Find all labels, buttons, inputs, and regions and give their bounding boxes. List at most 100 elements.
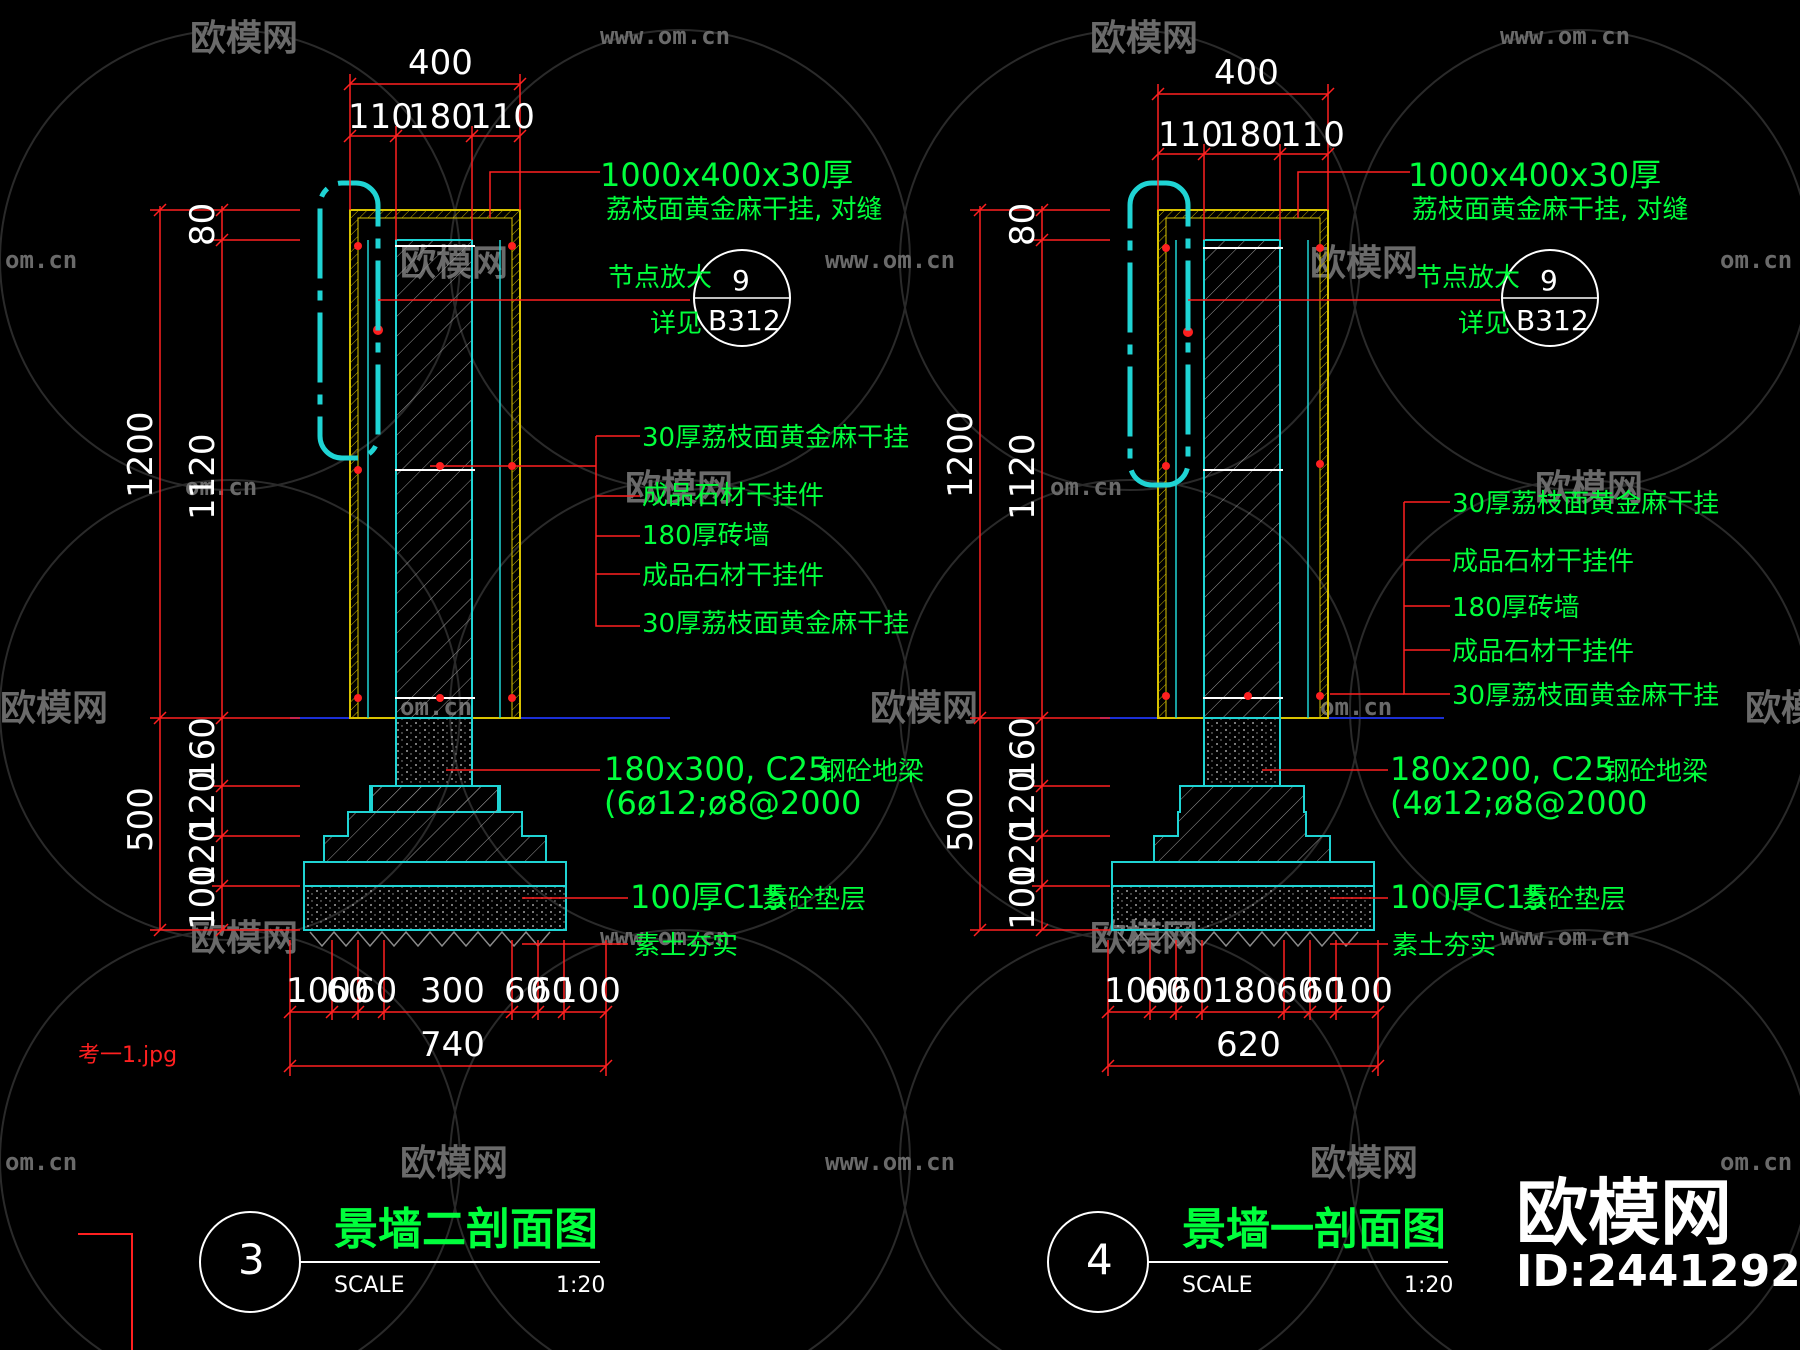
note-cushion: 100厚C15	[1390, 878, 1546, 916]
note-cushion: 100厚C15	[630, 878, 786, 916]
watermark-url: www.om.cn	[600, 22, 730, 50]
watermark-logo: 欧模网	[1745, 688, 1800, 729]
dim-bottom-total: 620	[1216, 1025, 1281, 1065]
dim-height-80: 80	[1003, 203, 1043, 246]
section-left: 400 110 180 110 1200 80 1120 500 160 120…	[78, 43, 924, 1350]
dim-foot-part: 120	[1003, 771, 1043, 836]
brand-name: 欧模网	[1516, 1171, 1732, 1255]
note-node-enlarge: 节点放大	[608, 263, 712, 293]
note-beam-size: 180x300, C25	[604, 750, 829, 788]
dim-bottom-part: 60	[326, 971, 369, 1011]
watermark-logo: 欧模网	[400, 1143, 508, 1184]
note-soil: 素土夯实	[634, 931, 738, 961]
dim-bottom-part: 100	[286, 971, 351, 1011]
note-layer5: 30厚荔枝面黄金麻干挂	[642, 609, 909, 639]
note-beam-type: 钢砼地梁	[1604, 757, 1708, 787]
title-number: 4	[1086, 1235, 1113, 1284]
dim-bottom-part: 60	[354, 971, 397, 1011]
watermark-logo: 欧模网	[1310, 1143, 1418, 1184]
watermark-url: www.om.cn	[825, 1148, 955, 1176]
dim-height-1120: 1120	[183, 433, 223, 520]
watermark-url: www.om.cn	[600, 923, 730, 951]
watermark-logo: 欧模网	[0, 688, 108, 729]
dim-height-1200: 1200	[941, 411, 981, 498]
dim-total-width: 400	[1214, 53, 1279, 93]
note-layer3: 180厚砖墙	[642, 521, 770, 551]
dim-foot-part: 120	[1003, 821, 1043, 886]
watermark-logo: 欧模网	[1535, 468, 1643, 509]
note-cap-desc: 荔枝面黄金麻干挂, 对缝	[1412, 195, 1689, 225]
note-cushion-type: 素砼垫层	[762, 885, 866, 915]
section-right: 400 110 180 110 1200 80 1120 500 160 120…	[941, 53, 1719, 1313]
dim-bottom-part: 60	[530, 971, 573, 1011]
note-layer1: 30厚荔枝面黄金麻干挂	[1452, 489, 1719, 519]
dim-bottom-part: 300	[420, 971, 485, 1011]
note-layer4: 成品石材干挂件	[1452, 637, 1634, 667]
watermark-logo: 欧模网	[190, 18, 298, 59]
dim-bottom-part: 100	[1328, 971, 1393, 1011]
watermark-url: om.cn	[1720, 1148, 1792, 1176]
dim-bottom-part: 180	[1212, 971, 1277, 1011]
watermark-url: www.om.cn	[1500, 923, 1630, 951]
dim-part-width: 180	[408, 97, 473, 137]
note-layer2: 成品石材干挂件	[1452, 547, 1634, 577]
note-beam-rebar: (4ø12;ø8@2000	[1390, 784, 1647, 822]
title-scale-label: SCALE	[1182, 1273, 1253, 1298]
dim-bottom-part: 60	[1144, 971, 1187, 1011]
note-beam-size: 180x200, C25	[1390, 750, 1615, 788]
file-label: 考一1.jpg	[78, 1043, 177, 1068]
dim-bottom-part: 60	[504, 971, 547, 1011]
note-cushion-type: 素砼垫层	[1522, 885, 1626, 915]
title-number: 3	[238, 1235, 265, 1284]
watermark-texts: 欧模网 www.om.cn 欧模网 www.om.cn om.cn 欧模网 ww…	[0, 18, 1800, 1184]
watermark-url: om.cn	[5, 1148, 77, 1176]
note-cap-size: 1000x400x30厚	[1408, 156, 1661, 194]
watermark-url: www.om.cn	[1500, 22, 1630, 50]
dim-part-width: 180	[1218, 115, 1283, 155]
detail-bubble-top: 9	[1540, 264, 1558, 297]
dim-part-width: 110	[1280, 115, 1345, 155]
note-layer5: 30厚荔枝面黄金麻干挂	[1452, 681, 1719, 711]
dim-part-width: 110	[470, 97, 535, 137]
watermark-logo: 欧模网	[870, 688, 978, 729]
note-layer2: 成品石材干挂件	[642, 481, 824, 511]
dim-bottom-part: 100	[1104, 971, 1169, 1011]
brand-id: ID:2441292	[1516, 1246, 1800, 1297]
note-see-detail: 详见	[650, 309, 702, 339]
dim-height-500: 500	[941, 787, 981, 852]
note-layer1: 30厚荔枝面黄金麻干挂	[642, 423, 909, 453]
dim-height-500: 500	[121, 787, 161, 852]
dim-foot-part: 100	[1003, 865, 1043, 930]
watermark-logo: 欧模网	[625, 468, 733, 509]
brand-mark: 欧模网 ID:2441292	[1516, 1171, 1800, 1297]
note-cap-size: 1000x400x30厚	[600, 156, 853, 194]
dim-foot-part: 100	[183, 865, 223, 930]
title-scale: 1:20	[1404, 1273, 1453, 1298]
title-name: 景墙二剖面图	[334, 1204, 598, 1255]
dim-bottom-part: 100	[556, 971, 621, 1011]
title-scale: 1:20	[556, 1273, 605, 1298]
watermark-logo: 欧模网	[190, 918, 298, 959]
dim-part-width: 110	[348, 97, 413, 137]
dim-bottom-part: 60	[1170, 971, 1213, 1011]
watermark-url: om.cn	[1050, 473, 1122, 501]
watermark-logo: 欧模网	[1090, 18, 1198, 59]
note-beam-rebar: (6ø12;ø8@2000	[604, 784, 861, 822]
watermark-url: www.om.cn	[825, 246, 955, 274]
dim-bottom-total: 740	[420, 1025, 485, 1065]
dim-total-width: 400	[408, 43, 473, 83]
note-layer3: 180厚砖墙	[1452, 593, 1580, 623]
dim-foot-part: 120	[183, 821, 223, 886]
note-soil: 素土夯实	[1392, 931, 1496, 961]
note-node-enlarge: 节点放大	[1416, 263, 1520, 293]
dim-foot-part: 120	[183, 771, 223, 836]
dim-height-1120: 1120	[1003, 433, 1043, 520]
detail-bubble-bottom: B312	[708, 304, 781, 337]
watermark-url: om.cn	[5, 246, 77, 274]
detail-bubble-bottom: B312	[1516, 304, 1589, 337]
note-see-detail: 详见	[1458, 309, 1510, 339]
dim-height-1200: 1200	[121, 411, 161, 498]
dim-bottom-part: 60	[1276, 971, 1319, 1011]
dim-bottom-part: 60	[1302, 971, 1345, 1011]
